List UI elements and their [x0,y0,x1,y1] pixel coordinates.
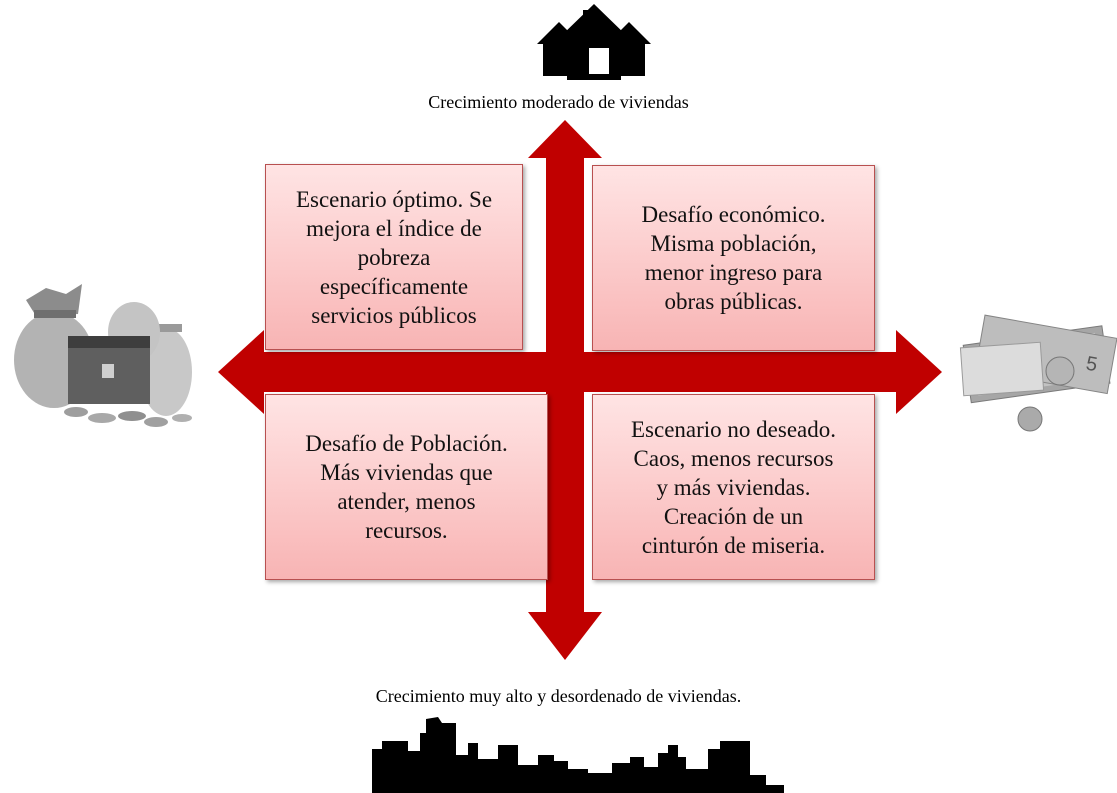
quadrant-top-left-text: Escenario óptimo. Se mejora el índice de… [295,186,493,328]
top-axis-label: Crecimiento moderado de viviendas [428,92,689,112]
svg-text:5: 5 [1084,353,1099,377]
quadrant-top-left: Escenario óptimo. Se mejora el índice de… [265,164,523,350]
quadrant-top-right-text: Desafío económico. Misma población, meno… [641,202,826,314]
house-icon [537,4,651,80]
quadrant-top-right: Desafío económico. Misma población, meno… [592,165,875,351]
horizontal-arrow-shaft [262,352,902,392]
city-skyline-icon [372,717,784,793]
down-arrowhead [528,612,602,660]
banknotes-coins-icon: 5 [959,314,1117,432]
quadrant-bottom-left: Desafío de Población. Más viviendas que … [265,394,548,580]
quadrant-bottom-right-text: Escenario no deseado. Caos, menos recurs… [630,416,836,558]
bottom-axis-label: Crecimiento muy alto y desordenado de vi… [375,686,742,706]
quadrant-bottom-left-text: Desafío de Población. Más viviendas que … [305,431,508,543]
money-bags-treasure-icon [14,284,192,427]
left-arrowhead [218,330,264,414]
up-arrowhead [528,120,602,158]
right-arrowhead [896,330,942,414]
quadrant-bottom-right: Escenario no deseado. Caos, menos recurs… [592,394,875,580]
